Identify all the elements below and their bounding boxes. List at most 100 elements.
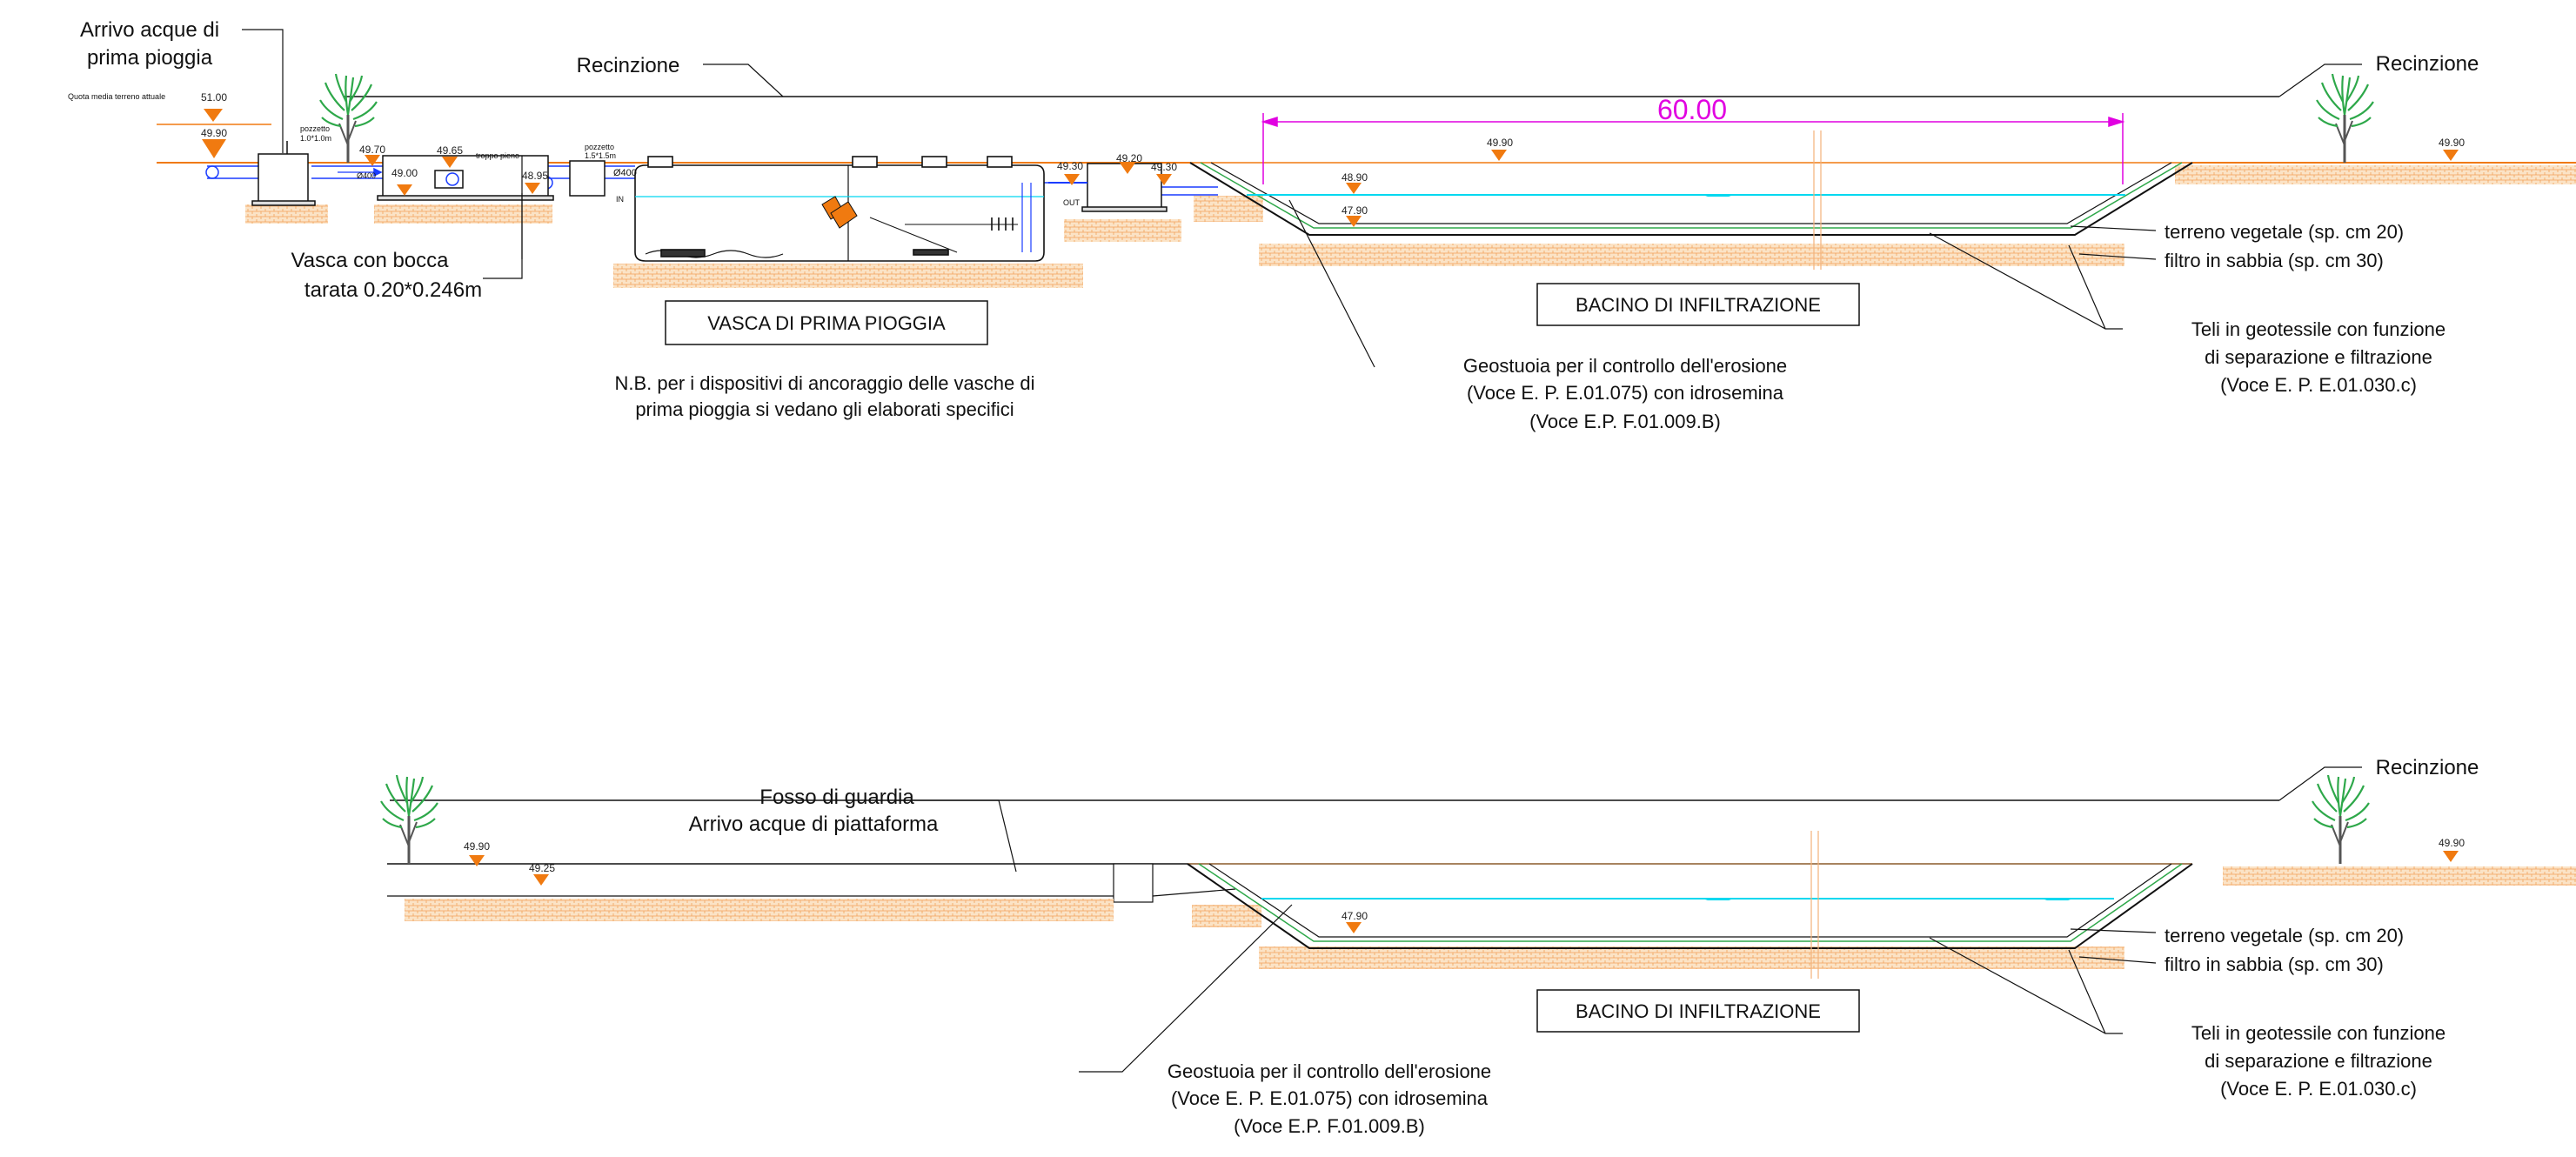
pozzetto-1-size: 1.0*1.0m — [300, 134, 331, 143]
bottom-section: 49.90 49.25 47.90 49.90 BACINO DI INFILT… — [379, 756, 2576, 1137]
teli-leader — [1929, 232, 2123, 330]
vasca-title-box — [665, 300, 988, 345]
fence-leader-left — [703, 64, 784, 97]
geostuoia-bottom-label: Geostuoia per il controllo dell'erosione — [1168, 1060, 1491, 1082]
recinzione-bottom-label: Recinzione — [2376, 756, 2479, 779]
level-label: 49.00 — [391, 167, 418, 179]
pozzetto-2-label: pozzetto — [585, 143, 614, 151]
pozzetto-2 — [569, 160, 606, 197]
level-marker-icon — [202, 109, 2459, 227]
teli-bottom-label-2: di separazione e filtrazione — [2205, 1050, 2432, 1072]
level-label: 51.00 — [201, 91, 227, 104]
soil-bottom-pond — [1259, 946, 2124, 969]
arrivo-leader — [242, 29, 284, 153]
soil-pond — [1259, 244, 2124, 266]
geostuoia-leader-bottom — [1079, 904, 1293, 1073]
diam-400-label: Ø400 — [613, 168, 637, 178]
filtro-sabbia-label: filtro in sabbia (sp. cm 30) — [2165, 250, 2384, 271]
infiltration-basin-bottom — [1187, 831, 2193, 979]
geostuoia-bottom-label-2: (Voce E. P. E.01.075) con idrosemina — [1171, 1087, 1489, 1109]
filtro-leader-bottom — [2078, 956, 2157, 964]
top-section: 60.00 49.90 51.00 49.70 49.00 49.65 48.9… — [68, 18, 2576, 432]
geostuoia-label-3: (Voce E.P. F.01.009.B) — [1529, 411, 1721, 432]
pozzetto-1 — [251, 141, 316, 206]
level-label: 49.90 — [201, 127, 227, 139]
level-label: 48.95 — [522, 170, 548, 182]
teli-bottom-label: Teli in geotessile con funzione — [2191, 1022, 2446, 1044]
tree-icon — [2311, 773, 2371, 866]
geostuoia-leader — [1288, 199, 1375, 368]
nb-note: N.B. per i dispositivi di ancoraggio del… — [614, 372, 1034, 394]
tree-icon — [2315, 72, 2375, 164]
arrivo-acque-label-2: prima pioggia — [87, 46, 213, 70]
vasca-bocca-label: Vasca con bocca — [291, 249, 450, 272]
terreno-vegetale-bottom-label: terreno vegetale (sp. cm 20) — [2165, 925, 2404, 946]
arrivo-acque-label: Arrivo acque di — [80, 18, 219, 42]
level-label: 49.70 — [359, 144, 385, 156]
soil-bottom-slope — [1192, 905, 1261, 927]
bacino-title-bottom: BACINO DI INFILTRAZIONE — [1576, 1000, 1821, 1022]
teli-label-3: (Voce E. P. E.01.030.c) — [2220, 374, 2417, 396]
tree-icon — [379, 773, 439, 866]
terreno-leader-bottom — [2070, 928, 2157, 933]
level-label: 49.90 — [464, 840, 490, 853]
geostuoia-label-2: (Voce E. P. E.01.075) con idrosemina — [1467, 382, 1784, 404]
out-label: OUT — [1063, 198, 1081, 207]
soil-left-1 — [245, 204, 328, 224]
vasca-bocca — [377, 155, 554, 259]
fence-leader-bottom — [2278, 766, 2362, 801]
pozzetto-2-size: 1.5*1.5m — [585, 151, 616, 160]
level-label: 47.90 — [1342, 204, 1368, 217]
nb-note-2: prima pioggia si vedano gli elaborati sp… — [635, 398, 1014, 420]
vasca-bocca-leader — [483, 193, 523, 279]
level-label: 49.25 — [529, 862, 555, 874]
recinzione-left-label: Recinzione — [577, 54, 680, 77]
dimension-60 — [1261, 113, 2125, 184]
vasca-bocca-label-2: tarata 0.20*0.246m — [304, 278, 482, 302]
vasca-tank — [634, 156, 1045, 262]
recinzione-right-label: Recinzione — [2376, 52, 2479, 76]
terreno-vegetale-label: terreno vegetale (sp. cm 20) — [2165, 221, 2404, 243]
fosso-label-2: Arrivo acque di piattaforma — [689, 813, 939, 836]
vasca-title: VASCA DI PRIMA PIOGGIA — [707, 312, 946, 334]
terreno-leader — [2070, 225, 2157, 231]
geostuoia-label: Geostuoia per il controllo dell'erosione — [1463, 355, 1787, 377]
teli-label: Teli in geotessile con funzione — [2191, 318, 2446, 340]
level-label: 49.90 — [1487, 137, 1513, 149]
bacino-title-box-bottom — [1536, 989, 1860, 1033]
fosso-label: Fosso di guardia — [759, 786, 914, 809]
soil-vasca — [613, 264, 1083, 288]
soil-bottom-right — [2223, 866, 2576, 886]
soil-out — [1064, 219, 1181, 242]
quota-media-label: Quota media terreno attuale — [68, 92, 165, 101]
fosso-leader — [896, 799, 1017, 873]
teli-bottom-label-3: (Voce E. P. E.01.030.c) — [2220, 1078, 2417, 1100]
dimension-60-label: 60.00 — [1657, 94, 1727, 125]
pozzetto-1-label: pozzetto — [300, 124, 330, 133]
level-label: 49.30 — [1057, 160, 1083, 172]
teli-label-2: di separazione e filtrazione — [2205, 346, 2432, 368]
level-label: 49.90 — [2439, 837, 2465, 849]
level-label: 47.90 — [1342, 910, 1368, 922]
bacino-title-box — [1536, 283, 1860, 326]
soil-bottom-left — [405, 899, 1114, 921]
geostuoia-bottom-label-3: (Voce E.P. F.01.009.B) — [1234, 1115, 1425, 1137]
diam-400-small-label: Ø400 — [357, 171, 376, 180]
level-label: 49.30 — [1151, 161, 1177, 173]
soil-right — [2175, 165, 2576, 184]
infiltration-basin-top — [1189, 130, 2193, 270]
filtro-leader — [2078, 253, 2157, 260]
in-label: IN — [616, 195, 624, 204]
troppo-pieno-label: troppo pieno — [476, 151, 519, 160]
bacino-title: BACINO DI INFILTRAZIONE — [1576, 294, 1821, 316]
filtro-sabbia-bottom-label: filtro in sabbia (sp. cm 30) — [2165, 953, 2384, 975]
level-label: 49.65 — [437, 144, 463, 157]
teli-leader-bottom — [1929, 937, 2123, 1034]
level-label: 49.90 — [2439, 137, 2465, 149]
outlet-pozzetto — [1048, 163, 1168, 212]
culvert — [1113, 863, 1154, 903]
culvert-line — [1152, 888, 1236, 897]
level-label: 48.90 — [1342, 171, 1368, 184]
fence-leader-right — [2278, 64, 2362, 97]
